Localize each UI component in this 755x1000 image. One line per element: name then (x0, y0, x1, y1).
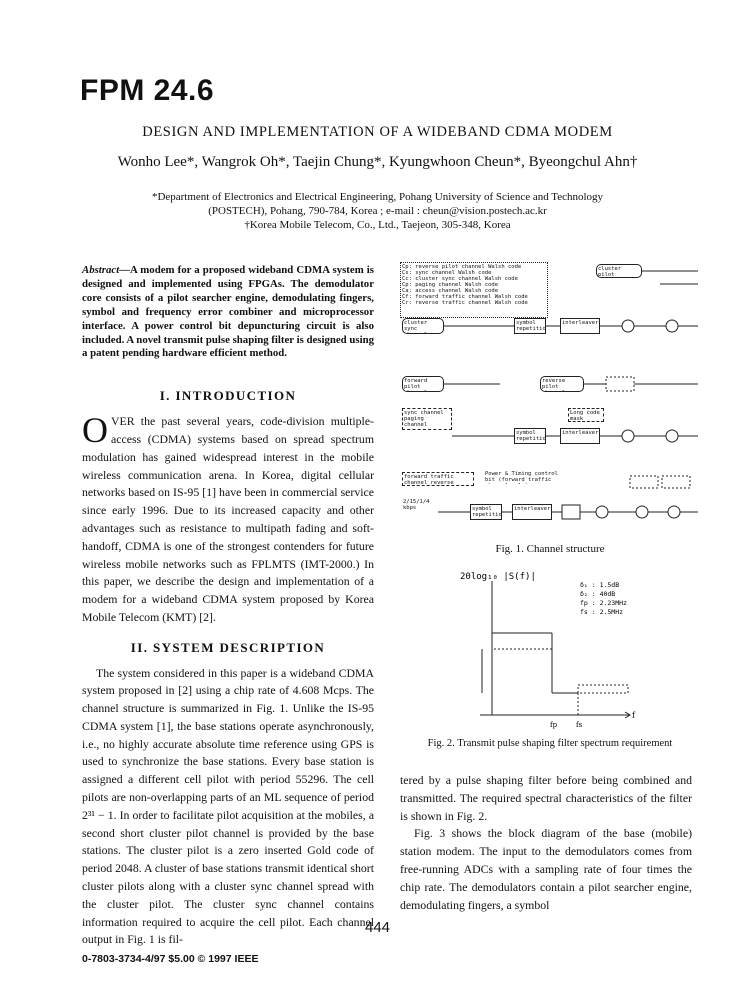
affiliation-line: (POSTECH), Pohang, 790-784, Korea ; e-ma… (208, 205, 547, 217)
figure-2-spectrum: 20log₁₀ |S(f)| δ₁ : 1.5dB δ₂ : 40dB fp :… (420, 567, 700, 735)
figure-1-signal-paths (438, 270, 698, 520)
section-heading-system: II. SYSTEM DESCRIPTION (130, 639, 326, 655)
figure-2-caption: Fig. 2. Transmit pulse shaping filter sp… (427, 738, 673, 749)
interleaver-block: interleaver (512, 504, 552, 520)
power-timing-label: Power & Timing control bit (forward traf… (484, 470, 564, 484)
legend-entry: Cs: sync channel Walsh code (402, 270, 492, 276)
traffic-channel-block: forward traffic channel reverse traffic … (402, 472, 474, 486)
session-number: FPM 24.6 (80, 74, 215, 107)
spectrum-plot: 20log₁₀ |S(f)| δ₁ : 1.5dB δ₂ : 40dB fp :… (460, 572, 636, 729)
interleaver-block: interleaver (560, 428, 600, 444)
abstract-text: A modem for a proposed wideband CDMA sys… (82, 264, 374, 360)
symbol-repetition-block: symbol repetition (514, 428, 546, 444)
author-list: Wonho Lee*, Wangrok Oh*, Taejin Chung*, … (117, 154, 638, 170)
plot-tick: fp (550, 721, 558, 729)
plot-param: fp : 2.23MHz (580, 599, 627, 607)
system-paragraph: The system considered in this paper is a… (82, 665, 374, 947)
plot-xlabel: f (632, 711, 636, 720)
plot-param: δ₁ : 1.5dB (580, 581, 619, 589)
long-code-block: Long code mask (568, 408, 604, 422)
right-column: tered by a pulse shaping filter before b… (400, 772, 692, 914)
affiliation-line: *Department of Electronics and Electrica… (151, 191, 604, 203)
symbol-repetition-block: symbol repetition (470, 504, 502, 520)
drop-cap: O (82, 410, 108, 451)
reverse-pilot-block: reverse pilot channel (540, 376, 584, 392)
figure-1-channel-structure: Cp: reverse pilot channel Walsh code Cs:… (400, 258, 700, 538)
introduction-text: VER the past several years, code-divisio… (82, 414, 374, 624)
legend-entry: Cr: reverse traffic channel Walsh code (402, 300, 528, 306)
abstract-lead: Abstract— (82, 264, 130, 276)
legend-entry: Cp: paging channel Walsh code (402, 282, 499, 288)
system-paragraph-continued: tered by a pulse shaping filter before b… (400, 773, 692, 823)
figure-1-caption: Fig. 1. Channel structure (495, 543, 605, 555)
copyright-line: 0-7803-3734-4/97 $5.00 © 1997 IEEE (82, 953, 259, 965)
affiliation-line: †Korea Mobile Telecom, Co., Ltd., Taejeo… (244, 219, 511, 231)
interleaver-block: interleaver (560, 318, 600, 334)
cluster-pilot-block: cluster pilot channel (596, 264, 642, 278)
plot-param: fs : 2.5MHz (580, 608, 623, 616)
section-heading-introduction: I. INTRODUCTION (159, 388, 297, 404)
symbol-repetition-block: symbol repetition (514, 318, 546, 334)
abstract: Abstract—A modem for a proposed wideband… (82, 264, 374, 361)
sync-paging-access-block: sync channel paging channel access chann… (402, 408, 452, 430)
legend-entry: Cf: forward traffic channel Walsh code (402, 294, 528, 300)
plot-param: δ₂ : 40dB (580, 590, 615, 598)
forward-pilot-block: forward pilot channel (402, 376, 444, 392)
left-column: Abstract—A modem for a proposed wideband… (82, 264, 374, 949)
rate-label: 2/15/1/4 kbps (402, 498, 438, 510)
legend-entry: Ca: access channel Walsh code (402, 288, 499, 294)
legend-entry: Cc: cluster sync channel Walsh code (402, 276, 518, 282)
affiliations: *Department of Electronics and Electrica… (0, 190, 755, 232)
legend-entry: Cp: reverse pilot channel Walsh code (402, 264, 522, 270)
figure-3-paragraph: Fig. 3 shows the block diagram of the ba… (400, 826, 692, 912)
cluster-sync-block: cluster sync channel (402, 318, 444, 334)
walsh-code-legend: Cp: reverse pilot channel Walsh code Cs:… (400, 262, 548, 318)
plot-ylabel: 20log₁₀ |S(f)| (460, 572, 536, 582)
paper-title: DESIGN AND IMPLEMENTATION OF A WIDEBAND … (142, 124, 613, 140)
page-number: 444 (364, 919, 391, 936)
plot-tick: fs (576, 721, 583, 729)
